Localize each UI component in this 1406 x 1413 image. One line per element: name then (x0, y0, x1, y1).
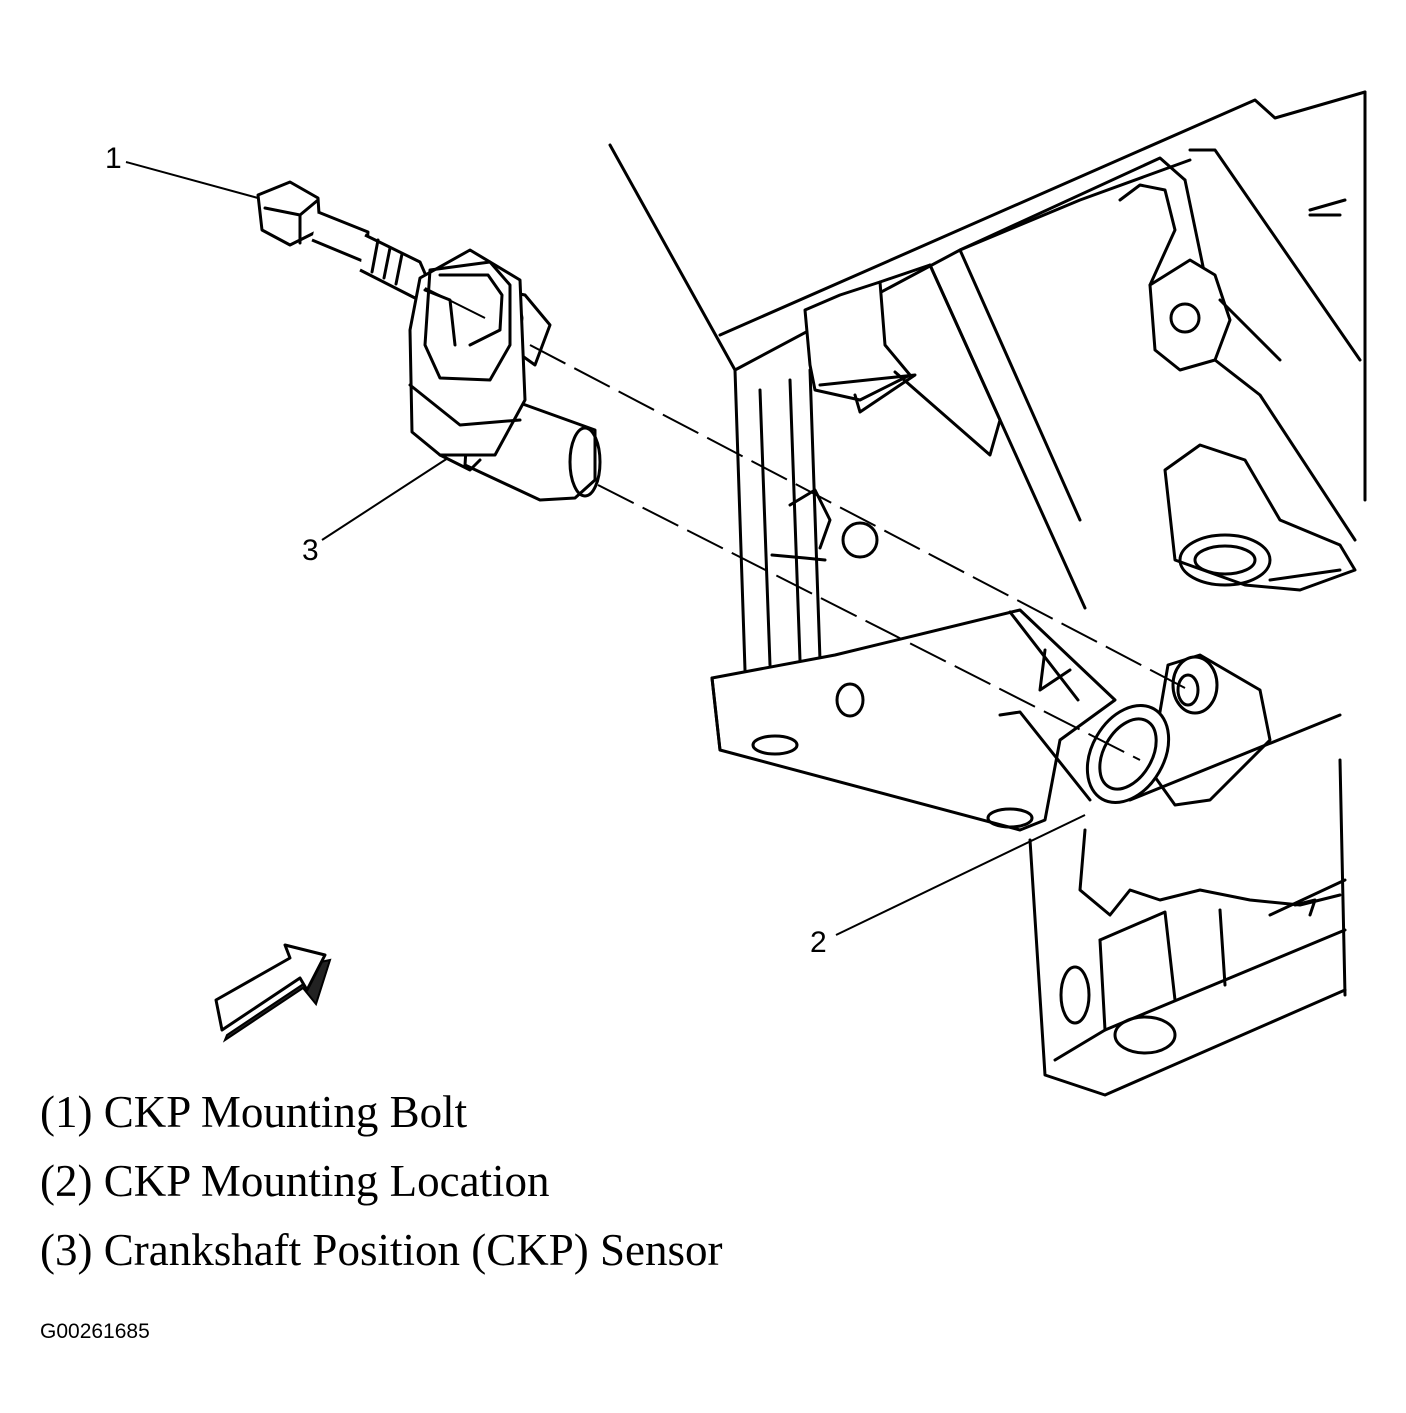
alignment-guides (424, 287, 1186, 761)
legend-item-bolt: (1) CKP Mounting Bolt (40, 1087, 468, 1137)
figure-id: G00261685 (40, 1320, 150, 1343)
ckp-mounting-bolt-illustration (256, 180, 432, 300)
legend: (1) CKP Mounting Bolt (2) CKP Mounting L… (40, 1090, 722, 1297)
engine-block-illustration (608, 90, 1367, 1097)
view-direction-arrow-icon (214, 943, 332, 1043)
callout-number-1: 1 (105, 142, 122, 175)
legend-item-sensor: (3) Crankshaft Position (CKP) Sensor (40, 1225, 723, 1275)
callout-number-3: 3 (302, 534, 319, 567)
callout-leaders (125, 161, 1086, 936)
callout-number-2: 2 (810, 926, 827, 959)
legend-item-location: (2) CKP Mounting Location (40, 1156, 550, 1206)
ckp-sensor-illustration (408, 248, 602, 502)
